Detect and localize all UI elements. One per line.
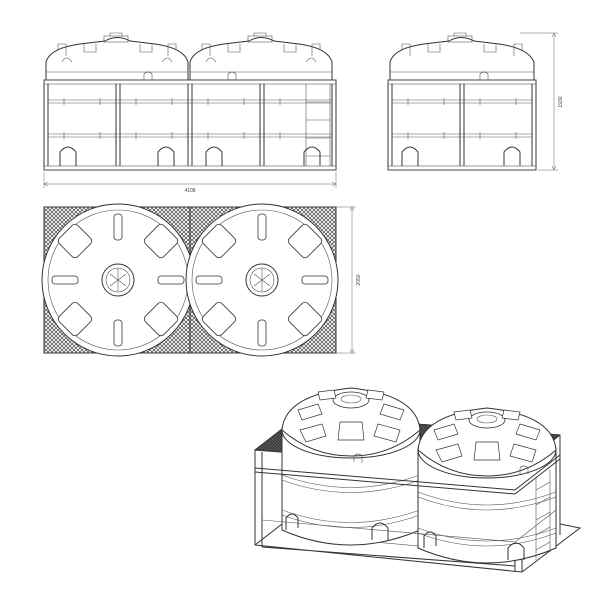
top-depth-label: 2050 bbox=[356, 274, 362, 285]
isometric-view bbox=[253, 387, 582, 573]
front-width-dimension: 4108 bbox=[43, 172, 337, 194]
front-tank-right bbox=[189, 32, 333, 81]
top-depth-dimension: 2050 bbox=[336, 206, 362, 354]
iso-tank-left bbox=[281, 387, 421, 546]
side-height-label: 1930 bbox=[558, 96, 564, 107]
top-tank-right bbox=[185, 203, 339, 357]
top-view: 2050 bbox=[41, 203, 362, 357]
front-tank-left bbox=[45, 32, 189, 81]
top-tank-left bbox=[41, 203, 195, 357]
front-width-label: 4108 bbox=[184, 188, 195, 194]
side-view: 1930 bbox=[387, 32, 564, 171]
side-height-dimension: 1930 bbox=[520, 32, 564, 171]
front-view: 4108 bbox=[43, 32, 337, 194]
iso-tank-right bbox=[417, 407, 557, 564]
